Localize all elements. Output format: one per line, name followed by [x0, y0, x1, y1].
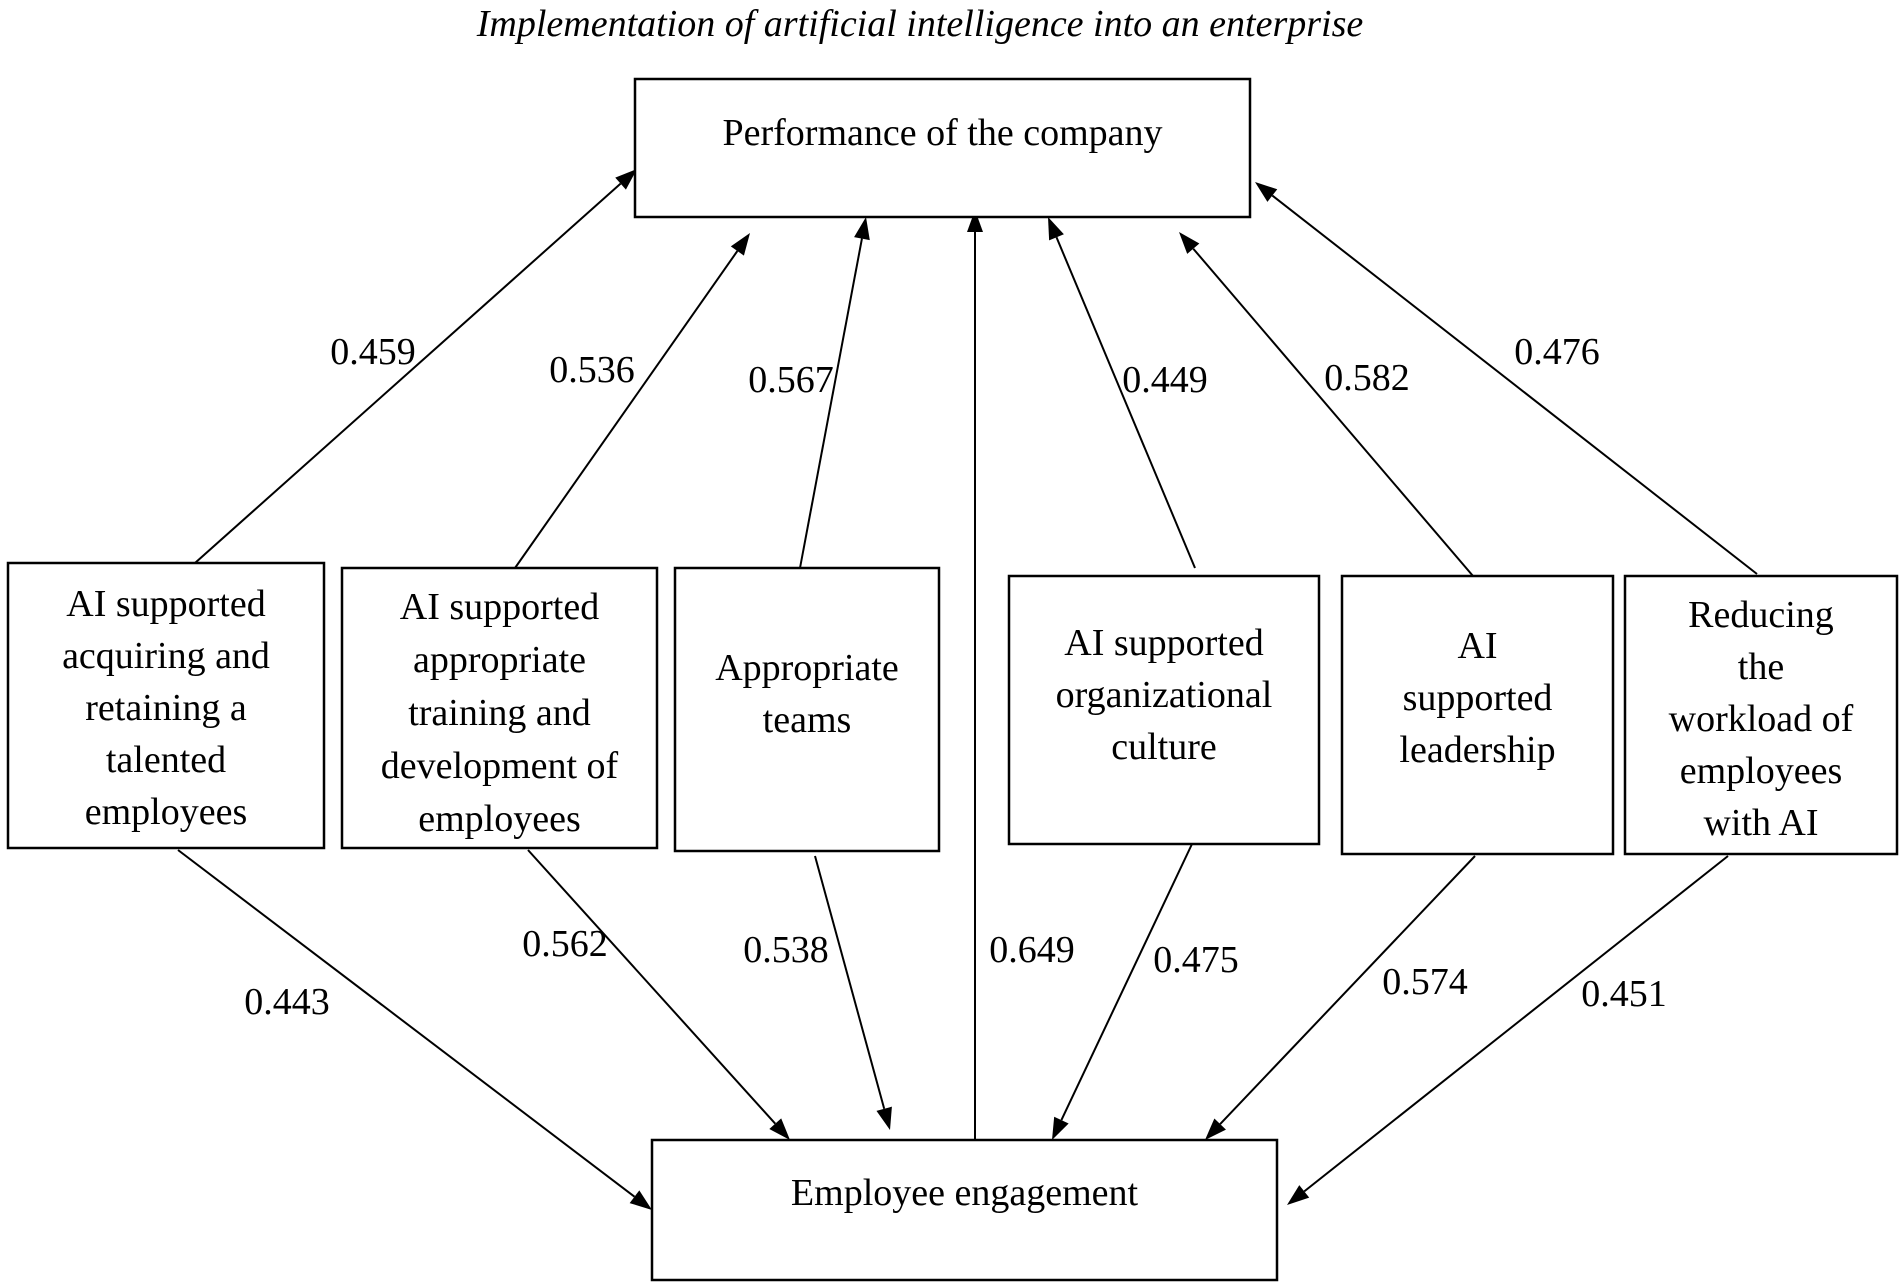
node-f6-line: Reducing [1688, 594, 1834, 636]
edge-line [1303, 855, 1729, 1193]
node-f2-box [340, 566, 659, 850]
node-f6-line: with AI [1703, 802, 1818, 844]
node-f5-line: leadership [1399, 729, 1555, 771]
diagram-title: Implementation of artificial intelligenc… [476, 3, 1364, 45]
edge-f6-to-engagement [1287, 855, 1729, 1205]
node-f1-line: acquiring and [62, 635, 270, 677]
node-f4-box [1007, 574, 1321, 846]
node-f6-box [1623, 574, 1899, 856]
node-f2: AI supported appropriate training and devel… [340, 566, 659, 850]
arrowhead [730, 233, 750, 256]
edge-f2-to-engagement [527, 849, 790, 1140]
edge-weight-label: 0.443 [244, 981, 330, 1023]
node-f2-line: development of [381, 745, 619, 787]
node-f6-line: workload of [1669, 698, 1854, 740]
node-f2-line: training and [408, 692, 591, 734]
edge-line [194, 182, 622, 564]
node-f2-line: AI supported [400, 586, 599, 628]
edge-line [514, 250, 739, 569]
arrowhead [1048, 217, 1064, 241]
edge-weight-label: 0.649 [989, 929, 1075, 971]
edge-weight-label: 0.475 [1153, 939, 1239, 981]
node-f3-box [673, 566, 941, 853]
arrowhead [1179, 232, 1200, 254]
edge-weight-label: 0.536 [549, 349, 635, 391]
edge-f4-to-engagement [1052, 843, 1193, 1140]
edge-f5-to-engagement [1205, 855, 1476, 1140]
edge-line [814, 855, 886, 1110]
arrowhead [876, 1106, 892, 1130]
arrowhead [1255, 182, 1278, 202]
arrowhead [1052, 1116, 1069, 1140]
node-engagement-line: Employee engagement [791, 1172, 1139, 1214]
edge-line [799, 238, 863, 569]
node-f4-line: AI supported [1064, 622, 1263, 664]
node-f3-line: Appropriate [715, 647, 899, 689]
node-performance: Performance of the company [633, 77, 1252, 219]
edge-weight-label: 0.582 [1324, 357, 1410, 399]
arrowhead [1205, 1118, 1226, 1140]
edge-line [527, 849, 776, 1125]
node-engagement: Employee engagement [650, 1138, 1279, 1282]
edge-weight-label: 0.459 [330, 331, 416, 373]
node-performance-box [633, 77, 1252, 219]
arrowhead [615, 169, 637, 190]
arrowhead [1287, 1185, 1310, 1205]
arrowhead [629, 1190, 652, 1210]
node-f1-line: employees [85, 791, 248, 833]
node-f5: AI supported leadership [1340, 574, 1615, 856]
node-engagement-box [650, 1138, 1279, 1282]
node-f3: Appropriate teams [673, 566, 941, 853]
edge-weight-label: 0.451 [1581, 973, 1667, 1015]
node-f5-line: supported [1403, 677, 1553, 719]
edge-f1-to-engagement [177, 849, 652, 1210]
node-f1: AI supported acquiring and retaining a tale… [6, 561, 326, 850]
edge-f5-to-performance [1179, 232, 1474, 577]
edge-weight-label: 0.567 [748, 359, 834, 401]
edge-engagement-to-performance [967, 210, 983, 1140]
node-f4: AI supported organizational culture [1007, 574, 1321, 846]
arrowhead [769, 1118, 790, 1140]
node-performance-line: Performance of the company [723, 112, 1163, 154]
arrowhead [854, 217, 870, 241]
edge-f4-to-performance [1048, 217, 1196, 569]
node-f2-line: appropriate [413, 639, 586, 681]
node-f6-line: employees [1680, 750, 1843, 792]
edge-f6-to-performance [1255, 182, 1758, 575]
arrowhead [967, 210, 983, 232]
edge-weight-label: 0.476 [1514, 331, 1600, 373]
edge-f3-to-engagement [814, 855, 892, 1130]
edges-layer [177, 169, 1758, 1210]
node-f1-box [6, 561, 326, 850]
edge-f1-to-performance [194, 169, 637, 564]
node-f4-line: organizational [1056, 674, 1273, 716]
node-f1-line: talented [106, 739, 226, 781]
labels-layer: 0.459 0.536 0.567 0.649 0.449 0.582 0.476 0.443… [244, 331, 1667, 1023]
node-f2-line: employees [418, 798, 581, 840]
node-f3-line: teams [763, 699, 852, 741]
edge-line [1060, 843, 1193, 1121]
edge-weight-label: 0.574 [1382, 961, 1468, 1003]
node-f4-line: culture [1111, 726, 1217, 768]
edge-f3-to-performance [799, 217, 870, 569]
edge-line [1055, 236, 1196, 569]
node-f6-line: the [1738, 646, 1784, 688]
edge-line [1271, 194, 1758, 575]
edge-line [177, 849, 636, 1198]
node-f1-line: AI supported [66, 583, 265, 625]
edge-weight-label: 0.562 [522, 923, 608, 965]
node-f5-line: AI [1457, 625, 1497, 667]
node-f5-box [1340, 574, 1615, 856]
node-f1-line: retaining a [85, 687, 247, 729]
edge-weight-label: 0.449 [1122, 359, 1208, 401]
edge-f2-to-performance [514, 233, 750, 569]
edge-line [1219, 855, 1476, 1125]
edge-line [1192, 248, 1474, 577]
node-f6: Reducing the workload of employees with AI [1623, 574, 1899, 856]
edge-weight-label: 0.538 [743, 929, 829, 971]
